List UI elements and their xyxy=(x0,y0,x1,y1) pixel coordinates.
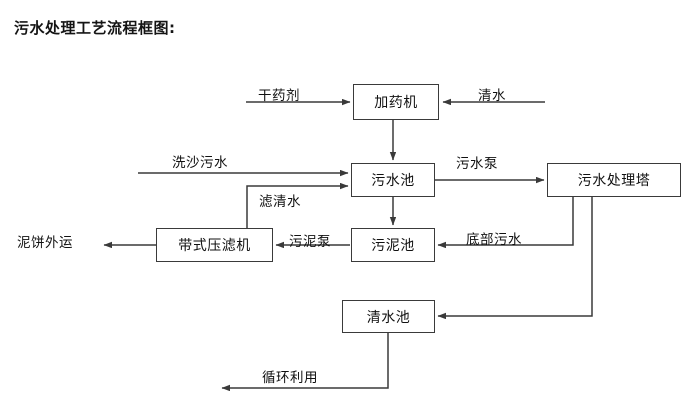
edge-label-filtered-water: 滤清水 xyxy=(259,194,301,210)
edge-label-bottom-sewage: 底部污水 xyxy=(466,232,522,248)
node-label: 带式压滤机 xyxy=(178,238,251,254)
edge-clear-pool-to-recycle xyxy=(221,333,389,392)
edge-tower-to-sludge-pool xyxy=(437,197,574,249)
edge-label-sludge-pump: 污泥泵 xyxy=(289,234,331,250)
node-label: 污水池 xyxy=(371,173,415,189)
terminal-mud-cake-transport: 泥饼外运 xyxy=(17,235,73,251)
node-clear-water-pool[interactable]: 清水池 xyxy=(342,300,435,333)
terminal-dry-chemical: 干药剂 xyxy=(258,88,300,104)
node-sludge-pool[interactable]: 污泥池 xyxy=(351,228,435,262)
edge-label-sewage-pump: 污水泵 xyxy=(456,156,498,172)
node-treatment-tower[interactable]: 污水处理塔 xyxy=(547,163,681,197)
edge-tower-to-clear-pool xyxy=(437,197,593,320)
edge-label-recycle-use: 循环利用 xyxy=(262,370,318,386)
node-sewage-pool[interactable]: 污水池 xyxy=(351,163,435,197)
terminal-clean-water-input: 清水 xyxy=(478,88,506,104)
node-label: 清水池 xyxy=(366,309,411,326)
node-belt-filter-press[interactable]: 带式压滤机 xyxy=(156,228,273,262)
node-label: 污泥池 xyxy=(371,238,415,254)
page-title: 污水处理工艺流程框图: xyxy=(14,19,176,37)
node-label: 加药机 xyxy=(374,95,418,111)
terminal-sand-washing-sewage: 洗沙污水 xyxy=(172,155,228,171)
node-label: 污水处理塔 xyxy=(577,173,651,189)
edge-beltpress-to-sewage-pool xyxy=(246,182,349,228)
node-dosing-machine[interactable]: 加药机 xyxy=(353,84,439,120)
